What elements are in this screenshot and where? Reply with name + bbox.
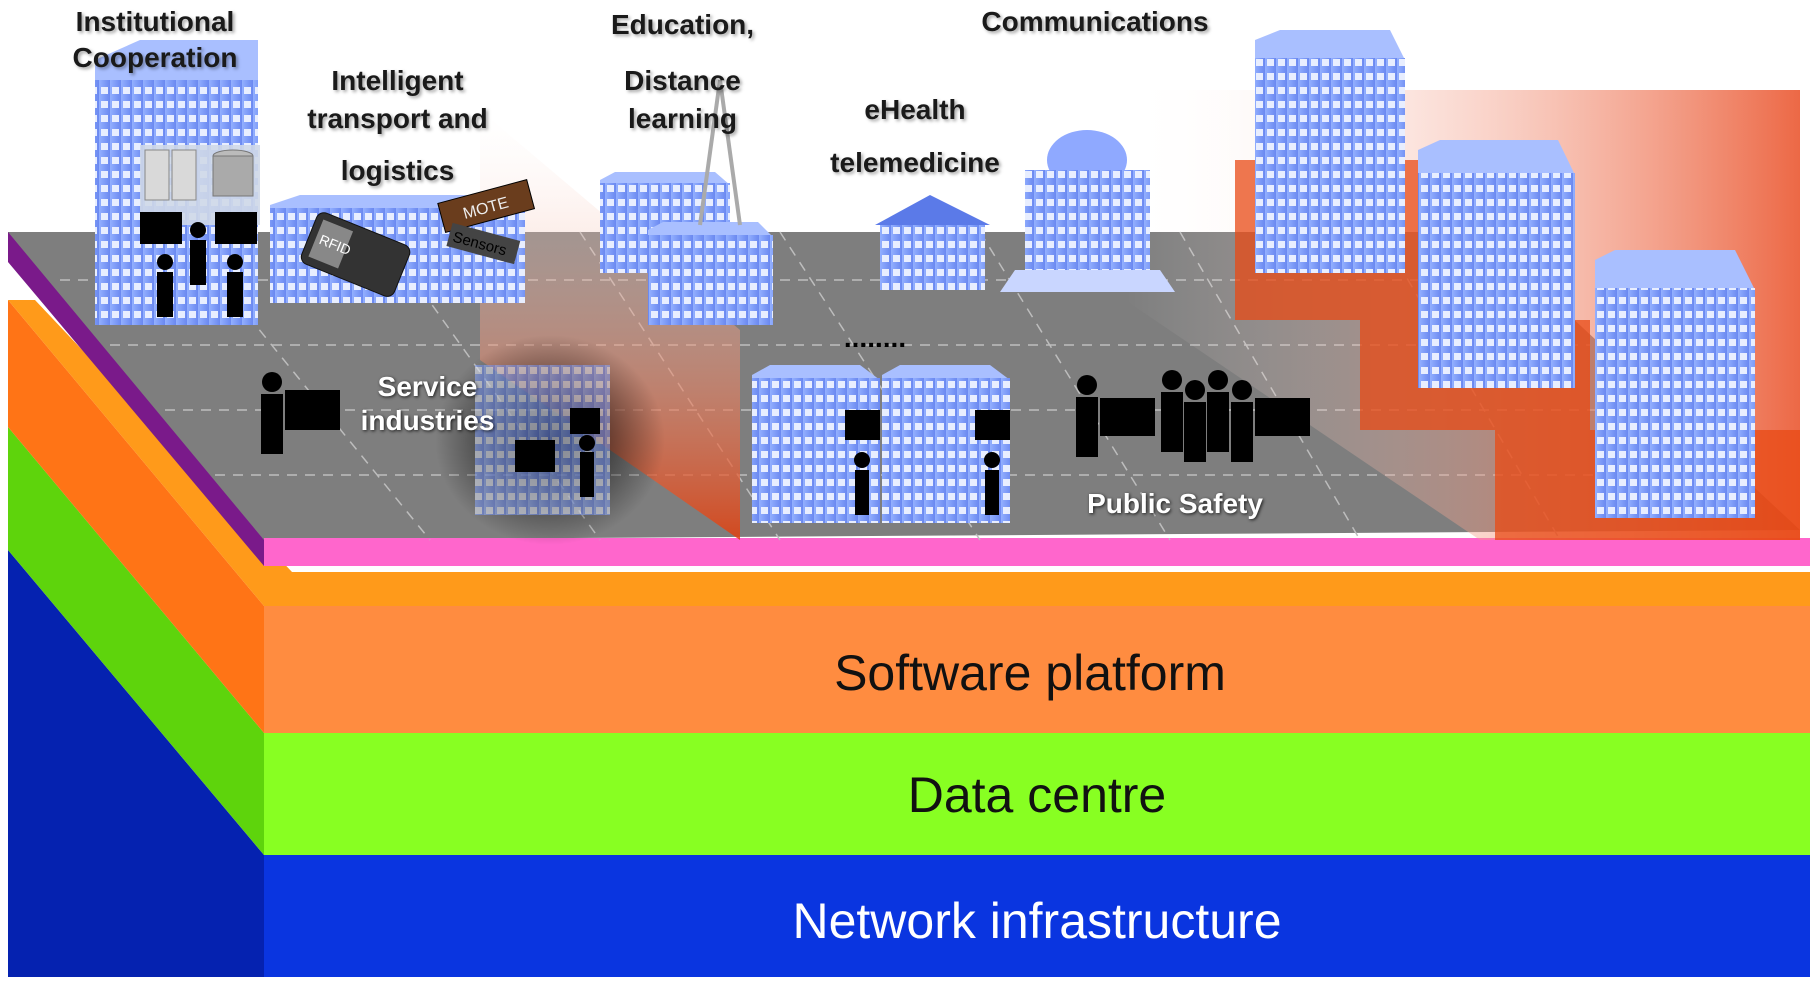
person-icon bbox=[984, 452, 1000, 515]
data-centre-label: Data centre bbox=[908, 767, 1166, 823]
monitor-icon bbox=[975, 410, 1010, 440]
network-layer-side bbox=[8, 550, 264, 977]
transport-logistics-label: Intelligent transport and logistics bbox=[280, 62, 515, 189]
buildings bbox=[95, 30, 1755, 545]
person-icon bbox=[261, 372, 283, 454]
label-line: logistics bbox=[340, 154, 455, 186]
label-line: learning bbox=[628, 102, 737, 134]
label-line: eHealth bbox=[864, 94, 966, 125]
person-icon bbox=[854, 452, 870, 515]
software-layer-side bbox=[8, 300, 264, 733]
network-layer-face bbox=[264, 855, 1810, 977]
person-icon bbox=[1231, 380, 1253, 462]
monitor-icon bbox=[285, 390, 340, 430]
monitor-icon bbox=[515, 440, 555, 472]
tower-1 bbox=[1255, 30, 1405, 273]
layer-labels: Software platform Data centre Network in… bbox=[792, 645, 1281, 949]
city-floor-edge bbox=[264, 538, 1810, 566]
ellipsis-label: ........ bbox=[843, 322, 907, 353]
communications-label: Communications bbox=[981, 6, 1209, 37]
label-line: Education, bbox=[610, 9, 755, 40]
beam-left bbox=[480, 110, 740, 540]
person-icon bbox=[579, 435, 595, 497]
software-layer-top-edge bbox=[8, 300, 1810, 606]
institutional-cooperation-label: Institutional Cooperation bbox=[55, 4, 255, 77]
software-platform-label: Software platform bbox=[834, 645, 1226, 701]
rfid-reader-icon: RFID bbox=[300, 212, 411, 297]
label-line: Service bbox=[377, 371, 478, 402]
monitor-icon bbox=[1255, 398, 1310, 436]
devices: RFID MOTE Sensors bbox=[157, 179, 1310, 515]
person-icon bbox=[227, 254, 243, 317]
public-safety-buildings bbox=[752, 365, 1010, 523]
public-safety-label: Public Safety bbox=[1087, 488, 1263, 519]
monitor-icon bbox=[1100, 398, 1155, 436]
label-line: Cooperation bbox=[72, 42, 238, 74]
tower-3 bbox=[1595, 250, 1755, 518]
label-line: industries bbox=[360, 404, 495, 436]
person-icon bbox=[1184, 380, 1206, 462]
education-buildings bbox=[600, 79, 773, 325]
label-line: Distance bbox=[624, 64, 741, 96]
person-icon bbox=[1161, 370, 1183, 452]
person-icon bbox=[157, 254, 173, 317]
data-layer-side bbox=[8, 427, 264, 855]
person-icon bbox=[190, 222, 206, 285]
education-distance-learning-label: Education, Distance learning bbox=[590, 6, 775, 137]
person-icon bbox=[1207, 370, 1229, 452]
service-industries-label: Service industries bbox=[340, 370, 515, 437]
person-icon bbox=[1076, 375, 1098, 457]
ehealth-building bbox=[875, 195, 990, 290]
data-layer-face bbox=[264, 733, 1810, 855]
label-line: telemedicine bbox=[830, 147, 1000, 178]
institutional-building bbox=[95, 40, 260, 325]
software-layer-face bbox=[264, 606, 1810, 733]
communications-building bbox=[1000, 130, 1175, 292]
network-infrastructure-label: Network infrastructure bbox=[792, 893, 1281, 949]
monitor-icon bbox=[570, 408, 600, 434]
label-line: Institutional bbox=[75, 6, 235, 37]
label-line: transport and bbox=[307, 102, 488, 134]
monitor-icon bbox=[845, 410, 880, 440]
city-floor-side bbox=[8, 232, 264, 566]
ehealth-telemedicine-label: eHealth telemedicine bbox=[810, 92, 1020, 180]
layer-stack bbox=[8, 300, 1810, 977]
tower-2 bbox=[1418, 140, 1575, 388]
label-line: Intelligent bbox=[331, 65, 464, 96]
